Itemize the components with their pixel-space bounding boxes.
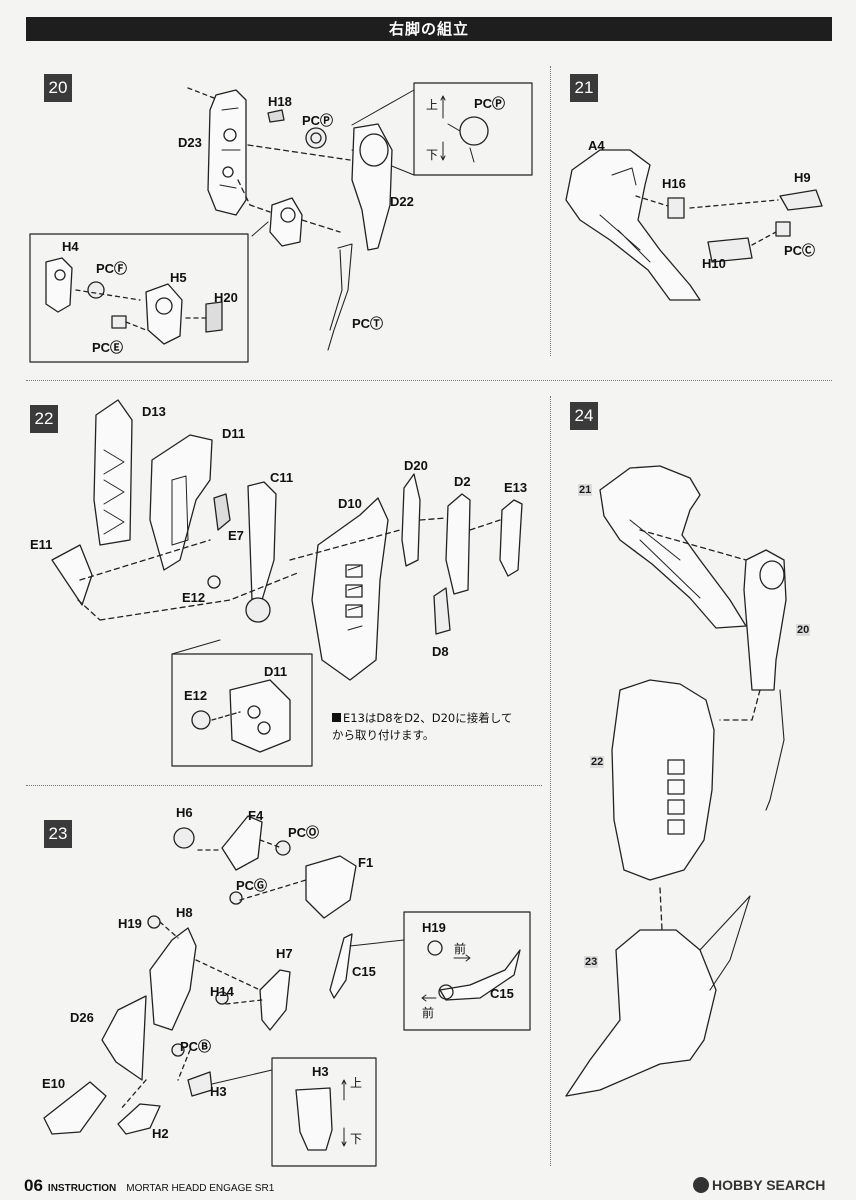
bullet-square [332, 713, 341, 722]
step-number: 23 [44, 820, 72, 848]
note-line: から取り付けます。 [332, 728, 435, 742]
step21-parts [565, 149, 823, 301]
page-title: 右脚の組立 [26, 17, 832, 41]
part-label: H20 [214, 290, 238, 305]
subassembly-ref: 20 [796, 624, 811, 636]
step23-parts [43, 815, 531, 1167]
part-label: H9 [794, 170, 811, 185]
callout-front: 前 [454, 942, 467, 956]
subassembly-ref: 21 [578, 484, 593, 496]
part-label: E12 [182, 590, 206, 605]
callout-down: 下 [350, 1132, 363, 1146]
part-label: PCⒷ [180, 1039, 212, 1054]
callout-label: H3 [312, 1064, 329, 1079]
part-label: D23 [178, 135, 202, 150]
step-number: 22 [30, 405, 58, 433]
part-label: H4 [62, 239, 79, 254]
detail-label: E12 [184, 688, 208, 703]
part-label: PCⒻ [96, 261, 128, 276]
callout-up: 上 [350, 1076, 363, 1090]
part-label: D8 [432, 644, 449, 659]
part-label: C15 [352, 964, 376, 979]
part-label: PCⒺ [92, 340, 124, 355]
part-label: H7 [276, 946, 293, 961]
part-label: PCⓉ [352, 316, 384, 331]
part-label: H14 [210, 984, 234, 999]
callout-down: 下 [426, 148, 439, 162]
part-label: A4 [588, 138, 605, 153]
part-label: E13 [504, 480, 528, 495]
part-label: D2 [454, 474, 471, 489]
note-line: E13はD8をD2、D20に接着して [343, 711, 513, 725]
part-label: H16 [662, 176, 686, 191]
step22-parts [51, 399, 523, 767]
part-label: E10 [42, 1076, 66, 1091]
brand-name: HOBBY SEARCH [712, 1177, 826, 1193]
part-label: E11 [30, 537, 53, 552]
page-footer: 06 INSTRUCTION MORTAR HEADD ENGAGE SR1 [24, 1176, 274, 1196]
part-label: PCⓄ [288, 825, 320, 840]
divider [550, 66, 551, 356]
part-label: D10 [338, 496, 362, 511]
part-label: H19 [118, 916, 142, 931]
brand-watermark: HOBBY SEARCH [693, 1177, 825, 1193]
divider [26, 380, 832, 381]
divider [26, 785, 542, 786]
part-label: F1 [358, 855, 374, 870]
assembly-note: E13はD8をD2、D20に接着して から取り付けます。 [332, 710, 512, 744]
part-label: H5 [170, 270, 187, 285]
callout-label: PCⓅ [474, 96, 506, 111]
part-label: PCⒸ [784, 243, 816, 258]
part-label: H2 [152, 1126, 169, 1141]
footer-section: INSTRUCTION [47, 1183, 117, 1194]
divider [550, 396, 551, 1166]
step24-parts [565, 465, 787, 1097]
callout-up: 上 [426, 98, 439, 112]
part-label: E7 [228, 528, 244, 543]
subassembly-ref: 22 [590, 756, 605, 768]
part-label: PCⓅ [302, 113, 334, 128]
part-label: H18 [268, 94, 292, 109]
step-number: 21 [570, 74, 598, 102]
callout-front: 前 [422, 1006, 435, 1020]
part-label: PCⒼ [236, 878, 268, 893]
part-label: H8 [176, 905, 193, 920]
page-number: 06 [24, 1176, 43, 1195]
part-label: D13 [142, 404, 166, 419]
callout-label: C15 [490, 986, 514, 1001]
part-label: H6 [176, 805, 193, 820]
step20-parts [29, 82, 533, 363]
part-label: D20 [404, 458, 428, 473]
footer-product: MORTAR HEADD ENGAGE SR1 [126, 1183, 275, 1194]
part-label: H10 [702, 256, 726, 271]
part-label: D22 [390, 194, 414, 209]
callout-label: H19 [422, 920, 446, 935]
step-number: 24 [570, 402, 598, 430]
part-label: D26 [70, 1010, 94, 1025]
brand-logo-icon [693, 1177, 709, 1193]
step-number: 20 [44, 74, 72, 102]
part-label: C11 [270, 470, 294, 485]
part-label: F4 [248, 808, 264, 823]
part-label: H3 [210, 1084, 227, 1099]
detail-label: D11 [264, 664, 288, 679]
part-label: D11 [222, 426, 246, 441]
subassembly-ref: 23 [584, 956, 599, 968]
